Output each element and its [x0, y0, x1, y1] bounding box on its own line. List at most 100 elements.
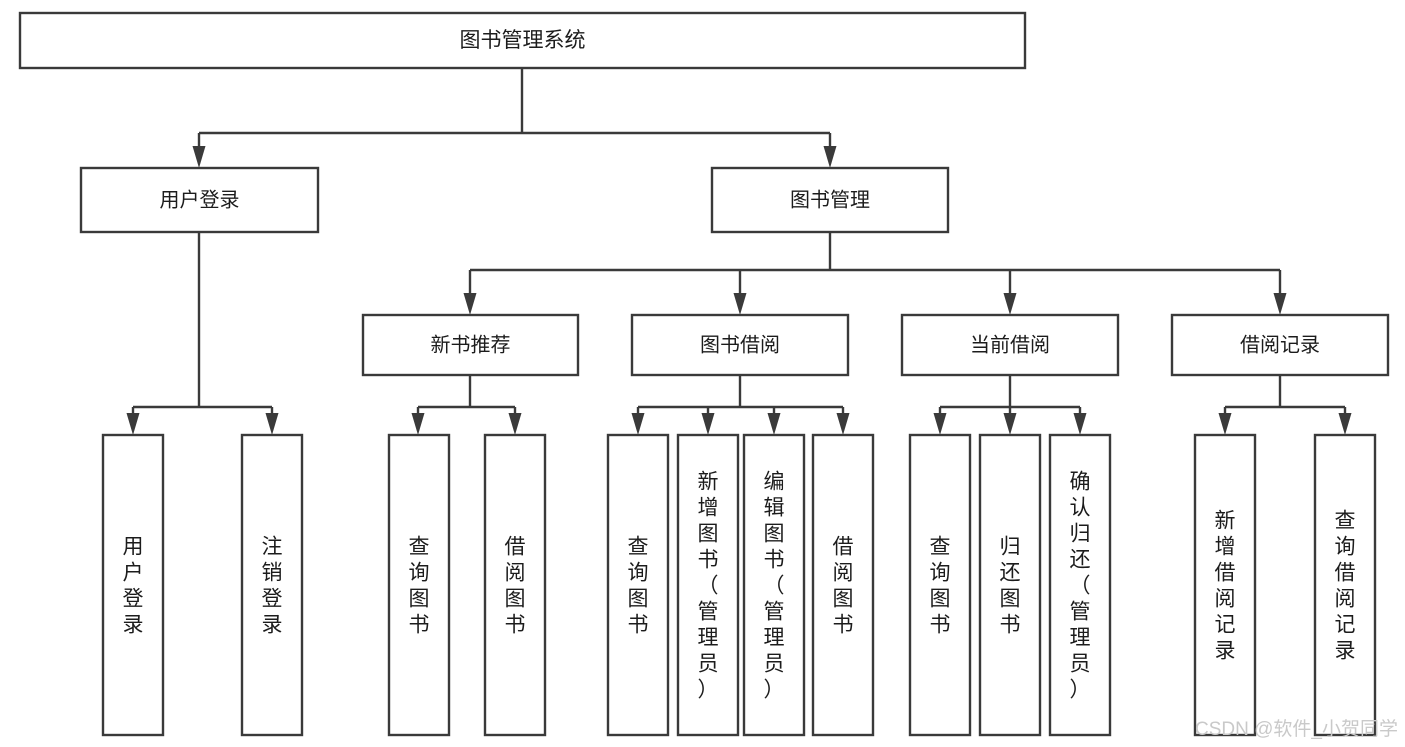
node-box[interactable]	[1048, 433, 1112, 737]
node-leaf-borrow-book[interactable]: 借阅图书	[811, 433, 875, 737]
node-leaf-edit-book-admin[interactable]: 编辑图书（管理员）	[742, 433, 806, 737]
node-current-borrow[interactable]: 当前借阅	[900, 313, 1120, 377]
node-leaf-return-book[interactable]: 归还图书	[978, 433, 1042, 737]
arrow-head-icon	[733, 293, 747, 315]
connector-bus-book-management	[470, 232, 1280, 272]
node-leaf-query-borrow-record[interactable]: 查询借阅记录	[1313, 433, 1377, 737]
arrow-to-leaf-borrow-book	[836, 407, 850, 435]
arrow-head-icon	[265, 413, 279, 435]
arrow-to-leaf-edit-book-admin	[767, 407, 781, 435]
node-label: 编辑图书（管理员）	[764, 470, 785, 701]
node-label: 当前借阅	[970, 333, 1050, 356]
arrow-to-leaf-query-borrow-record	[1338, 407, 1352, 435]
arrow-to-book-borrow	[733, 270, 747, 315]
arrow-to-new-book-recommend	[463, 270, 477, 315]
nodes-layer: 图书管理系统用户登录图书管理新书推荐图书借阅当前借阅借阅记录用户登录注销登录查询…	[18, 11, 1390, 737]
arrow-head-icon	[631, 413, 645, 435]
connector-bus-borrow-records	[1225, 375, 1345, 409]
arrow-to-leaf-borrow-book-rec	[508, 407, 522, 435]
node-box[interactable]	[630, 313, 850, 377]
node-book-borrow[interactable]: 图书借阅	[630, 313, 850, 377]
node-label: 查询图书	[628, 535, 649, 636]
node-box[interactable]	[1193, 433, 1257, 737]
node-label: 用户登录	[160, 188, 240, 211]
arrow-to-current-borrow	[1003, 270, 1017, 315]
node-leaf-borrow-book-rec[interactable]: 借阅图书	[483, 433, 547, 737]
arrow-to-leaf-logout-login	[265, 407, 279, 435]
arrow-to-leaf-return-book	[1003, 407, 1017, 435]
node-box[interactable]	[900, 313, 1120, 377]
node-box[interactable]	[1313, 433, 1377, 737]
node-label: 借阅记录	[1240, 333, 1320, 356]
node-box[interactable]	[978, 433, 1042, 737]
arrow-to-leaf-confirm-return-admin	[1073, 407, 1087, 435]
arrow-head-icon	[767, 413, 781, 435]
arrow-head-icon	[1338, 413, 1352, 435]
node-leaf-logout-login[interactable]: 注销登录	[240, 433, 304, 737]
node-box[interactable]	[101, 433, 165, 737]
node-user-login[interactable]: 用户登录	[79, 166, 320, 234]
node-box[interactable]	[811, 433, 875, 737]
node-leaf-add-book-admin[interactable]: 新增图书（管理员）	[676, 433, 740, 737]
arrow-to-user-login	[192, 133, 206, 168]
node-label: 借阅图书	[833, 535, 854, 636]
node-borrow-records[interactable]: 借阅记录	[1170, 313, 1390, 377]
arrow-head-icon	[508, 413, 522, 435]
node-box[interactable]	[240, 433, 304, 737]
connector-bus-user-login	[133, 232, 272, 409]
node-label: 用户登录	[123, 535, 144, 636]
node-leaf-query-book-current[interactable]: 查询图书	[908, 433, 972, 737]
node-label: 查询借阅记录	[1335, 509, 1356, 662]
connector-bus-root	[199, 68, 830, 135]
node-box[interactable]	[606, 433, 670, 737]
arrow-head-icon	[701, 413, 715, 435]
node-box[interactable]	[1170, 313, 1390, 377]
node-box[interactable]	[908, 433, 972, 737]
node-box[interactable]	[710, 166, 950, 234]
node-box[interactable]	[79, 166, 320, 234]
node-label: 新书推荐	[431, 333, 511, 356]
arrow-head-icon	[411, 413, 425, 435]
node-root[interactable]: 图书管理系统	[18, 11, 1027, 70]
node-leaf-query-book-rec[interactable]: 查询图书	[387, 433, 451, 737]
node-label: 借阅图书	[505, 535, 526, 636]
arrow-head-icon	[126, 413, 140, 435]
node-box[interactable]	[18, 11, 1027, 70]
arrow-to-leaf-query-book-borrow	[631, 407, 645, 435]
connector-bus-book-borrow	[638, 375, 843, 409]
node-label: 注销登录	[262, 535, 283, 636]
arrow-to-book-management	[823, 133, 837, 168]
arrow-to-leaf-add-book-admin	[701, 407, 715, 435]
arrow-head-icon	[933, 413, 947, 435]
node-label: 图书管理	[790, 188, 870, 211]
node-box[interactable]	[361, 313, 580, 377]
arrow-head-icon	[192, 146, 206, 168]
node-box[interactable]	[676, 433, 740, 737]
arrow-head-icon	[1003, 413, 1017, 435]
node-new-book-recommend[interactable]: 新书推荐	[361, 313, 580, 377]
node-leaf-add-borrow-record[interactable]: 新增借阅记录	[1193, 433, 1257, 737]
arrow-to-leaf-user-login	[126, 407, 140, 435]
node-box[interactable]	[483, 433, 547, 737]
node-label: 查询图书	[930, 535, 951, 636]
node-box[interactable]	[387, 433, 451, 737]
node-leaf-query-book-borrow[interactable]: 查询图书	[606, 433, 670, 737]
node-leaf-confirm-return-admin[interactable]: 确认归还（管理员）	[1048, 433, 1112, 737]
node-book-management[interactable]: 图书管理	[710, 166, 950, 234]
arrow-to-borrow-records	[1273, 270, 1287, 315]
arrow-head-icon	[1273, 293, 1287, 315]
node-label: 确认归还（管理员）	[1070, 470, 1091, 701]
node-label: 归还图书	[1000, 535, 1021, 636]
arrow-to-leaf-add-borrow-record	[1218, 407, 1232, 435]
arrowheads-layer	[126, 133, 1352, 435]
connectors-layer	[133, 68, 1345, 409]
node-box[interactable]	[742, 433, 806, 737]
node-leaf-user-login[interactable]: 用户登录	[101, 433, 165, 737]
connector-bus-new-book	[418, 375, 515, 409]
connector-bus-current-borrow	[940, 375, 1080, 409]
node-label: 新增借阅记录	[1215, 509, 1236, 662]
node-label: 图书借阅	[700, 333, 780, 356]
arrow-head-icon	[1218, 413, 1232, 435]
